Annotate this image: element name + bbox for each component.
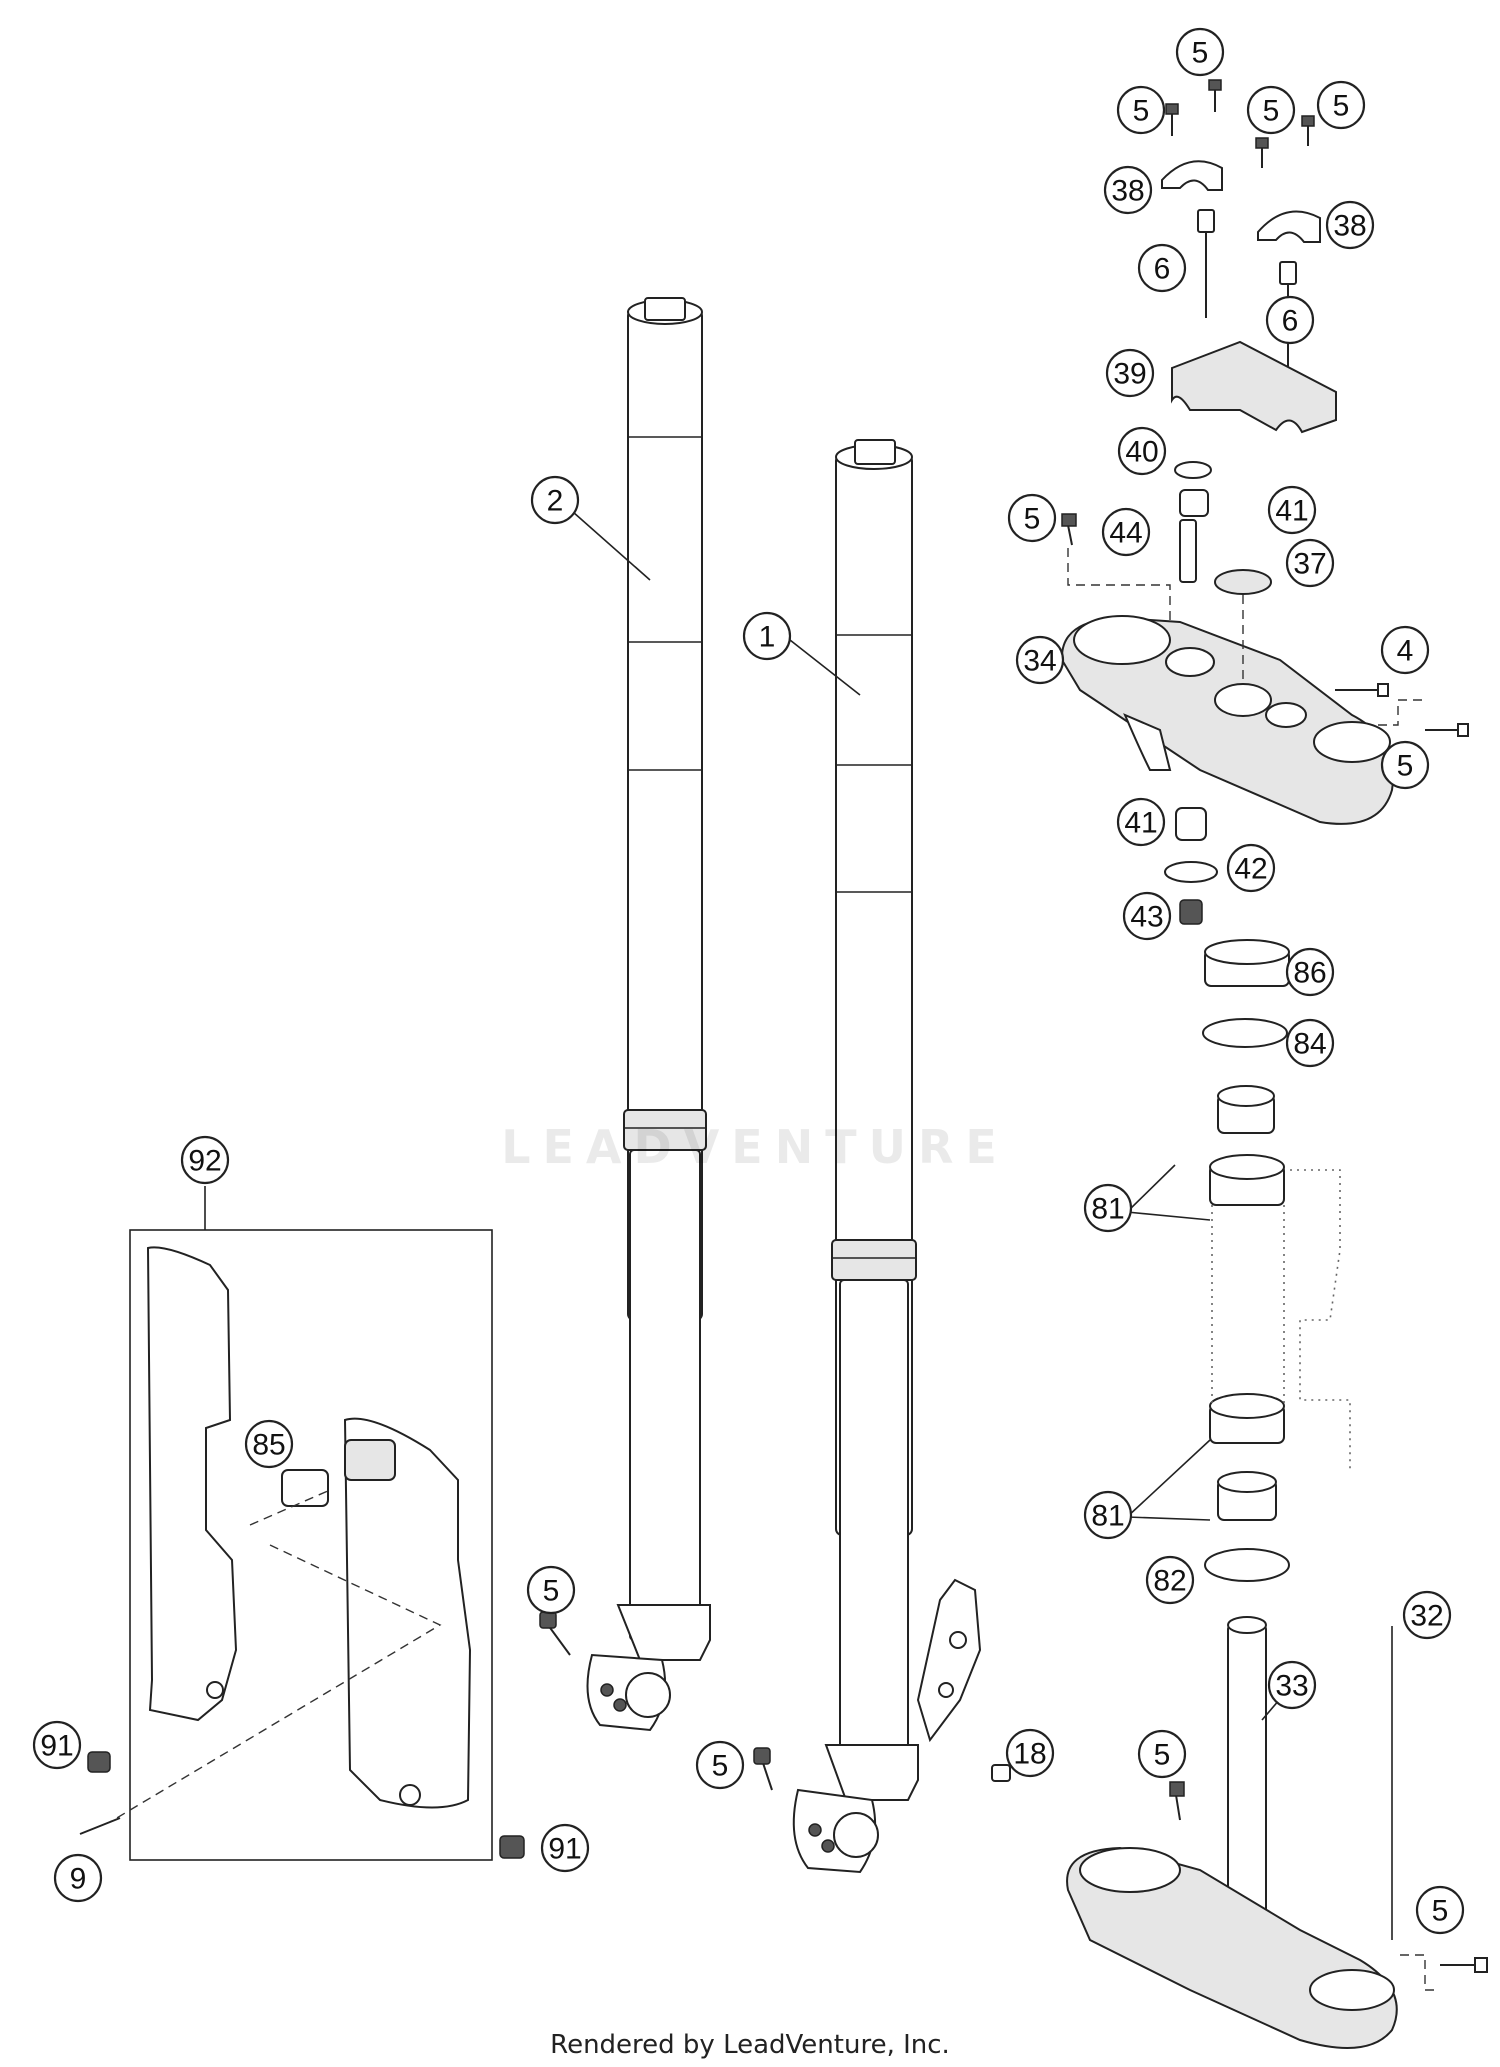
callout-label: 9 [70, 1863, 87, 1896]
fork-leg-right [792, 439, 982, 1874]
callout-86: 86 [1285, 947, 1335, 997]
callout-label: 6 [1282, 305, 1299, 338]
callout-label: 4 [1397, 635, 1414, 668]
callout-91: 91 [540, 1823, 590, 1873]
callout-5: 5 [1175, 27, 1225, 77]
callout-34: 34 [1015, 635, 1065, 685]
callout-6: 6 [1137, 243, 1187, 293]
callout-1: 1 [742, 611, 792, 661]
callout-label: 81 [1091, 1500, 1124, 1533]
callout-label: 38 [1111, 175, 1144, 208]
callout-5: 5 [526, 1565, 576, 1615]
callout-39: 39 [1105, 348, 1155, 398]
callout-18: 18 [1005, 1728, 1055, 1778]
stem-nut-stack [1164, 807, 1218, 925]
callout-92: 92 [180, 1135, 230, 1185]
callout-5: 5 [1137, 1729, 1187, 1779]
callout-6: 6 [1265, 295, 1315, 345]
watermark: LEADVENTURE [501, 1120, 1009, 1174]
callout-5: 5 [1246, 85, 1296, 135]
callout-2: 2 [530, 475, 580, 525]
callout-85: 85 [244, 1419, 294, 1469]
callout-label: 18 [1013, 1738, 1046, 1771]
callout-label: 40 [1125, 436, 1158, 469]
callout-44: 44 [1101, 507, 1151, 557]
callout-label: 91 [40, 1730, 73, 1763]
fork-guard-kit [79, 1229, 525, 1861]
callout-label: 5 [712, 1750, 729, 1783]
callout-5: 5 [695, 1740, 745, 1790]
callout-9: 9 [53, 1853, 103, 1903]
fork-leg-left [586, 297, 711, 1732]
callout-42: 42 [1226, 843, 1276, 893]
callout-91: 91 [32, 1720, 82, 1770]
callout-label: 2 [547, 485, 564, 518]
footer-credit: Rendered by LeadVenture, Inc. [550, 2030, 950, 2060]
callout-label: 37 [1293, 548, 1326, 581]
callout-label: 5 [1333, 90, 1350, 123]
callout-label: 84 [1293, 1028, 1326, 1061]
callout-5: 5 [1380, 740, 1430, 790]
callout-label: 6 [1154, 253, 1171, 286]
callout-82: 82 [1145, 1555, 1195, 1605]
callout-40: 40 [1117, 426, 1167, 476]
fork-bolts [539, 1611, 1011, 1791]
callout-label: 42 [1234, 853, 1267, 886]
callout-label: 5 [1024, 503, 1041, 536]
callout-32: 32 [1402, 1590, 1452, 1640]
callout-37: 37 [1285, 538, 1335, 588]
callout-5: 5 [1007, 493, 1057, 543]
part-number-callouts: 5 5 5 5 38 38 6 6 39 40 41 5 44 37 34 4 5 41 42 43 86 84 81 81 8… [32, 27, 1465, 1935]
callout-label: 5 [1192, 37, 1209, 70]
assembly-leaders [1067, 548, 1440, 1991]
callout-label: 5 [1263, 95, 1280, 128]
lower-triple-clamp [1066, 1616, 1488, 2049]
handlebar-clamps [1061, 79, 1337, 595]
upper-triple-clamp [1060, 615, 1469, 825]
callout-label: 5 [543, 1575, 560, 1608]
callout-38: 38 [1325, 200, 1375, 250]
callout-43: 43 [1122, 891, 1172, 941]
callout-label: 34 [1023, 645, 1056, 678]
callout-5: 5 [1316, 80, 1366, 130]
callout-label: 5 [1432, 1895, 1449, 1928]
callout-label: 43 [1130, 901, 1163, 934]
callout-label: 41 [1124, 807, 1157, 840]
callout-81: 81 [1083, 1183, 1133, 1233]
callout-label: 5 [1154, 1739, 1171, 1772]
callout-label: 1 [759, 621, 776, 654]
callout-label: 5 [1397, 750, 1414, 783]
callout-label: 5 [1133, 95, 1150, 128]
callout-label: 41 [1275, 495, 1308, 528]
callout-label: 38 [1333, 210, 1366, 243]
callout-label: 85 [252, 1429, 285, 1462]
callout-41: 41 [1116, 797, 1166, 847]
callout-38: 38 [1103, 165, 1153, 215]
callout-41: 41 [1267, 485, 1317, 535]
callout-label: 39 [1113, 358, 1146, 391]
callout-4: 4 [1380, 625, 1430, 675]
callout-label: 86 [1293, 957, 1326, 990]
callout-5: 5 [1415, 1885, 1465, 1935]
callout-84: 84 [1285, 1018, 1335, 1068]
steering-bearings [1202, 939, 1351, 1582]
callout-label: 92 [188, 1145, 221, 1178]
callout-label: 81 [1091, 1193, 1124, 1226]
callout-label: 32 [1410, 1600, 1443, 1633]
callout-81: 81 [1083, 1490, 1133, 1540]
callout-label: 82 [1153, 1565, 1186, 1598]
callout-label: 33 [1275, 1670, 1308, 1703]
callout-33: 33 [1267, 1660, 1317, 1710]
callout-leaders [204, 511, 1393, 1940]
callout-5: 5 [1116, 85, 1166, 135]
callout-label: 44 [1109, 517, 1142, 550]
callout-label: 91 [548, 1833, 581, 1866]
